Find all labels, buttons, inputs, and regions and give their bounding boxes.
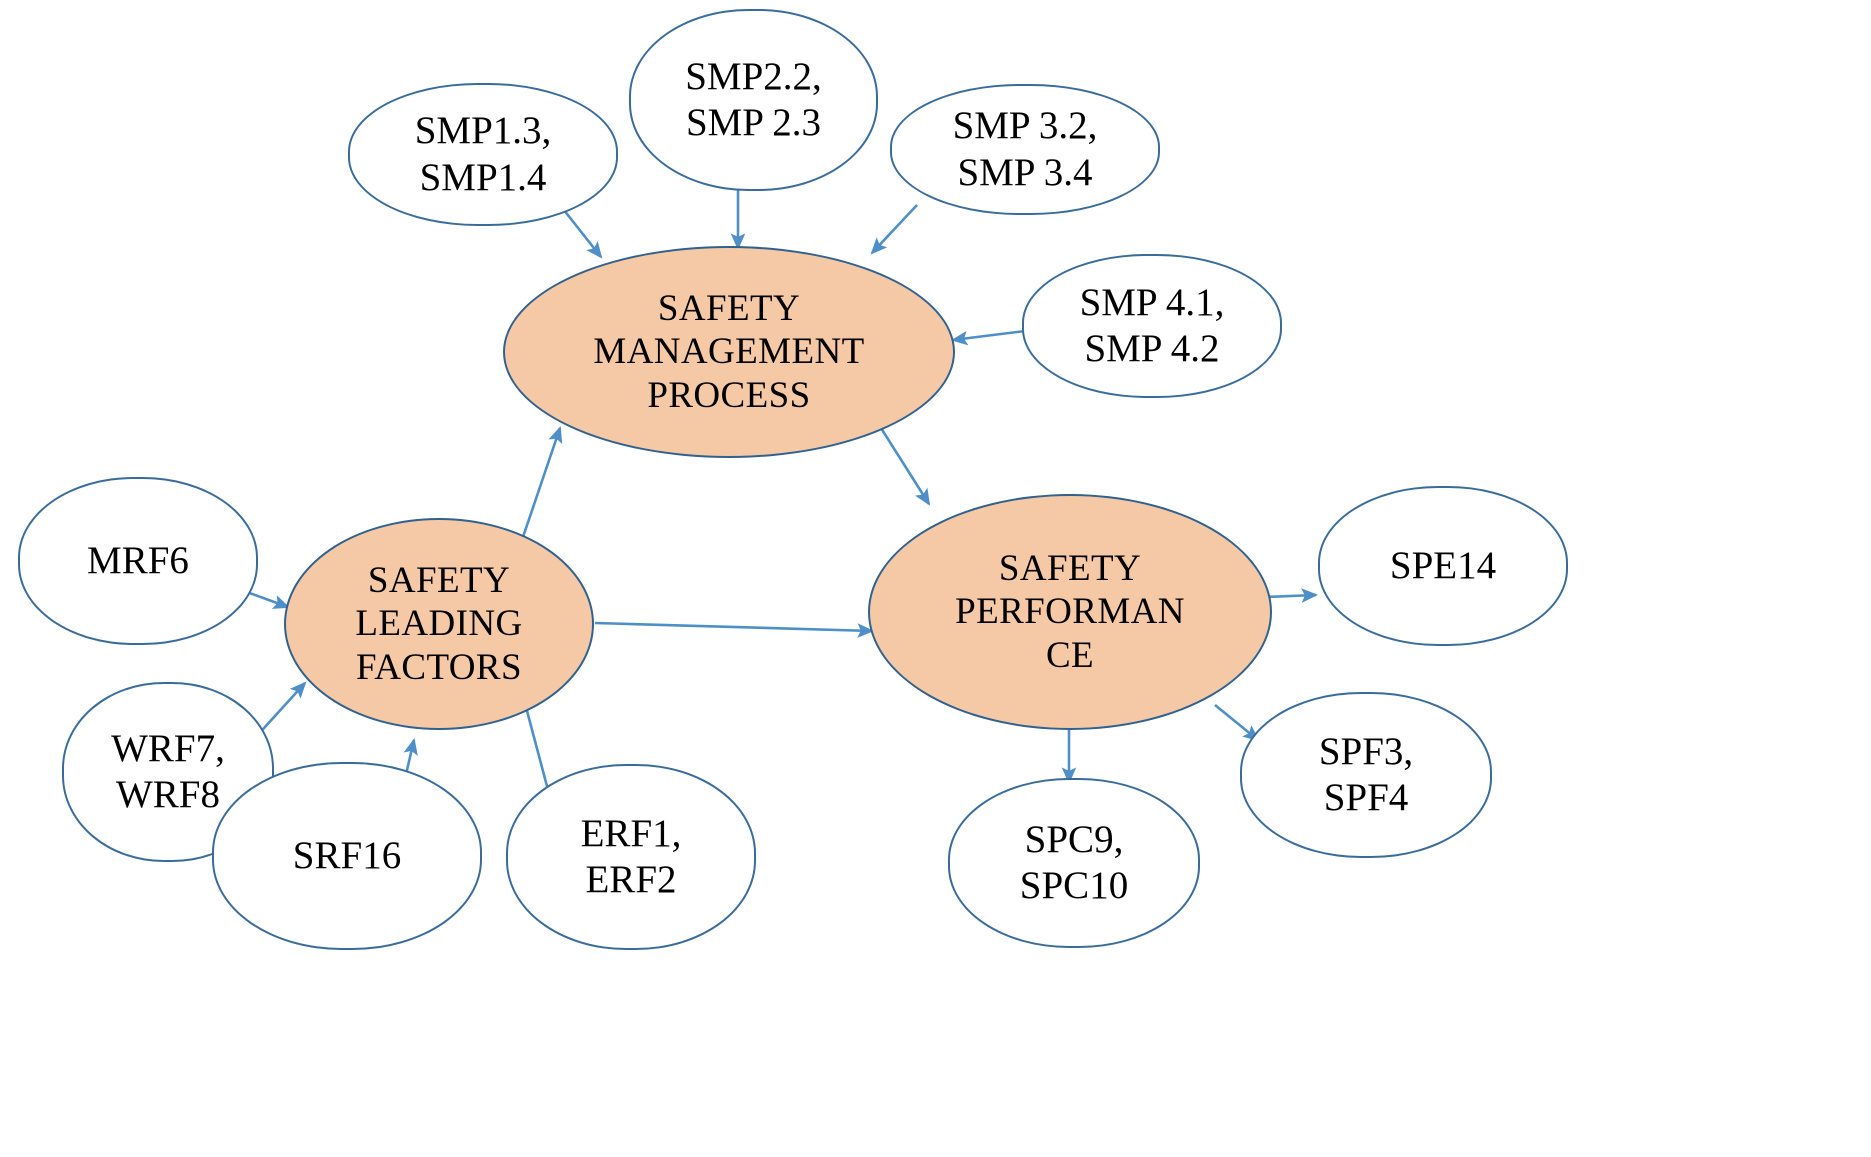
node-label-spf3-spf4: SPF3, SPF4 — [1318, 729, 1414, 819]
edge-sp-to-spf — [1214, 703, 1260, 742]
node-smp-2-2-2-3[interactable]: SMP2.2, SMP 2.3 — [629, 9, 878, 191]
node-smp-4-1-4-2[interactable]: SMP 4.1, SMP 4.2 — [1022, 254, 1282, 398]
node-spf3-spf4[interactable]: SPF3, SPF4 — [1240, 692, 1492, 858]
node-label-wrf7-wrf8: WRF7, WRF8 — [111, 726, 225, 816]
node-label-spe14: SPE14 — [1389, 543, 1497, 587]
node-spe14[interactable]: SPE14 — [1318, 486, 1568, 646]
node-safety-performance[interactable]: SAFETY PERFORMAN CE — [868, 494, 1272, 730]
node-srf16[interactable]: SRF16 — [212, 762, 482, 950]
node-safety-leading-factors[interactable]: SAFETY LEADING FACTORS — [284, 518, 594, 730]
node-erf1-erf2[interactable]: ERF1, ERF2 — [506, 764, 756, 950]
node-safety-management-process[interactable]: SAFETY MANAGEMENT PROCESS — [503, 246, 955, 458]
edge-smp41-to-smp — [950, 329, 1026, 346]
node-label-smp-1-3-1-4: SMP1.3, SMP1.4 — [414, 109, 552, 199]
edge-slf-to-smp — [521, 426, 563, 538]
node-mrf6[interactable]: MRF6 — [18, 477, 258, 645]
node-label-smp-3-2-3-4: SMP 3.2, SMP 3.4 — [952, 104, 1098, 194]
node-label-mrf6: MRF6 — [87, 538, 189, 582]
node-label-smp-4-1-4-2: SMP 4.1, SMP 4.2 — [1079, 280, 1225, 370]
node-smp-1-3-1-4[interactable]: SMP1.3, SMP1.4 — [348, 83, 618, 226]
edge-smp32-to-smp — [870, 204, 918, 255]
node-label-safety-management-process: SAFETY MANAGEMENT PROCESS — [593, 287, 865, 416]
node-label-safety-leading-factors: SAFETY LEADING FACTORS — [355, 559, 523, 688]
node-spc9-spc10[interactable]: SPC9, SPC10 — [948, 778, 1200, 948]
node-wrf7-wrf8[interactable]: WRF7, WRF8 — [62, 682, 274, 862]
node-smp-3-2-3-4[interactable]: SMP 3.2, SMP 3.4 — [890, 84, 1160, 215]
node-label-erf1-erf2: ERF1, ERF2 — [580, 811, 682, 901]
edge-slf-to-sp — [594, 621, 875, 638]
edge-smp-to-sp — [879, 427, 931, 506]
node-label-spc9-spc10: SPC9, SPC10 — [1019, 817, 1129, 907]
node-label-safety-performance: SAFETY PERFORMAN CE — [955, 547, 1185, 676]
node-label-srf16: SRF16 — [292, 833, 402, 877]
edge-sp-to-spe14 — [1263, 588, 1319, 603]
node-label-smp-2-2-2-3: SMP2.2, SMP 2.3 — [685, 54, 822, 144]
